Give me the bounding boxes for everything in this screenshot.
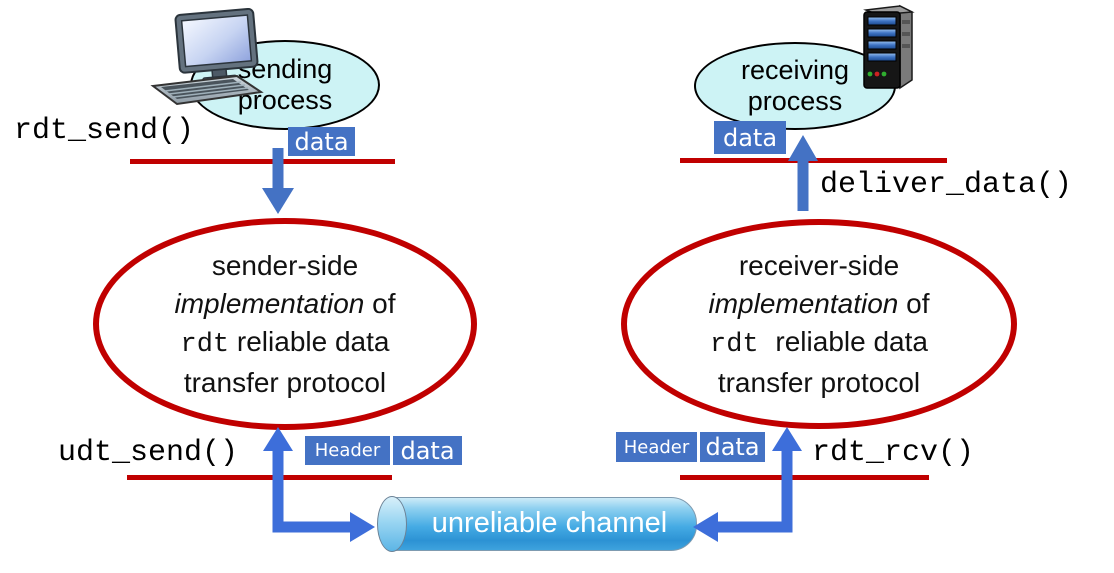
deliver-data-up-arrow [788, 135, 818, 211]
server-tower-icon [863, 4, 915, 90]
receiving-process-label-line1: receiving [740, 55, 850, 85]
sender-impl-line4: transfer protocol [183, 366, 387, 398]
sender-data-box: data [288, 127, 355, 156]
sender-implementation-ellipse: sender-side implementation of rdt reliab… [93, 218, 477, 430]
receiver-impl-implementation: implementation [708, 287, 899, 319]
udt-send-call-label: udt_send() [58, 436, 239, 470]
rdt-send-call-label: rdt_send() [14, 114, 195, 148]
receiver-lower-boundary-line [680, 475, 929, 480]
sender-lower-boundary-line [127, 475, 392, 480]
receiver-data-box: data [714, 121, 786, 154]
sender-impl-line1: sender-side [211, 249, 359, 281]
unreliable-channel-cylinder-cap [377, 496, 407, 552]
sender-impl-of: of [364, 287, 396, 319]
sender-upper-boundary-line [130, 159, 395, 164]
receiver-impl-line1: receiver-side [738, 249, 900, 281]
receiver-implementation-ellipse: receiver-side implementation of rdt reli… [621, 219, 1017, 429]
receiver-packet-header-box: Header [616, 432, 697, 462]
unreliable-channel-label: unreliable channel [431, 506, 668, 539]
receiver-upper-boundary-line [680, 158, 947, 163]
sender-packet-header-box: Header [305, 436, 390, 465]
receiver-impl-reliable: reliable data [767, 325, 928, 357]
unreliable-channel-cylinder [390, 497, 697, 551]
desktop-computer-icon [150, 8, 264, 106]
sender-impl-implementation: implementation [174, 287, 365, 319]
sender-impl-reliable: reliable data [229, 325, 390, 357]
deliver-data-call-label: deliver_data() [820, 168, 1073, 202]
sender-impl-rdt-code: rdt [180, 329, 230, 360]
sender-packet-data-box: data [393, 436, 462, 465]
rdt-rcv-call-label: rdt_rcv() [812, 436, 975, 470]
rdt-send-down-arrow [262, 148, 294, 214]
receiving-process-ellipse: receiving process [694, 42, 896, 130]
receiving-process-label-line2: process [747, 86, 843, 116]
receiver-impl-of: of [898, 287, 930, 319]
receiver-impl-rdt-code: rdt [710, 329, 759, 360]
receiver-packet-data-box: data [700, 432, 765, 462]
receiver-impl-line4: transfer protocol [717, 366, 921, 398]
